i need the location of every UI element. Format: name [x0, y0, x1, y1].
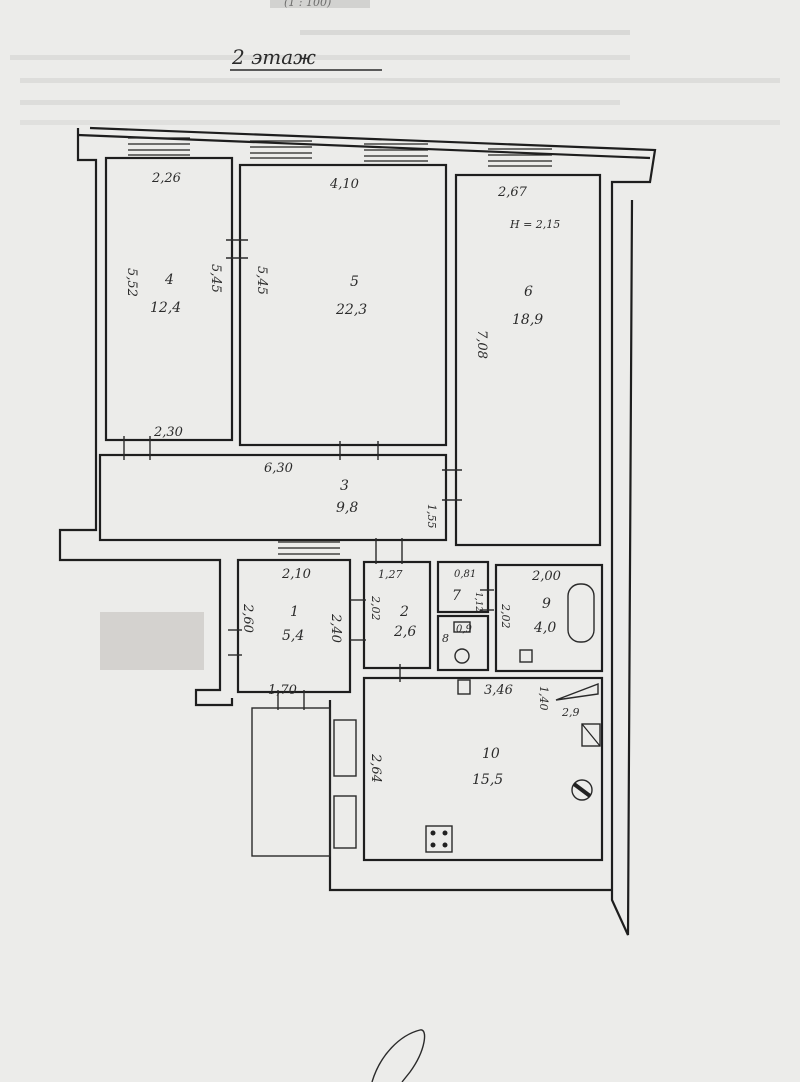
room-10-dim-top: 3,46 [484, 683, 513, 698]
room-6-height: H = 2,15 [509, 218, 560, 231]
room-2-dim-top: 1,27 [378, 568, 403, 581]
redaction-block [100, 612, 204, 670]
room-1-number: 1 [290, 604, 299, 620]
room-8-area: 0,9 [456, 624, 473, 635]
balcony [251, 707, 357, 857]
room-1-dim-top: 2,10 [281, 567, 311, 582]
window-room-5a [250, 140, 312, 159]
bathtub-icon [567, 583, 595, 643]
room-4 [104, 156, 234, 442]
room-10-number: 10 [482, 746, 500, 762]
room-8-number: 8 [442, 632, 449, 645]
room-5 [238, 163, 448, 447]
room-6-dim-top: 2,67 [497, 185, 528, 200]
window-room-4 [128, 137, 190, 156]
room-4-dim-right: 5,45 [208, 264, 223, 293]
room-6-dim-left: 7,08 [474, 330, 489, 359]
room-3-area: 9,8 [336, 500, 358, 516]
boiler-icon [571, 779, 593, 801]
room-5-dim-left: 5,45 [254, 266, 269, 295]
room-10 [362, 676, 604, 862]
room-6-area: 18,9 [512, 312, 543, 328]
room-1 [236, 558, 352, 694]
room-5-number: 5 [350, 274, 359, 290]
room-10-dim-vent: 1,40 [537, 686, 550, 711]
room-7-number: 7 [452, 588, 461, 604]
room-6-number: 6 [524, 284, 533, 300]
room-4-dim-top: 2,26 [151, 171, 181, 186]
room-9-dim-top: 2,00 [531, 569, 561, 584]
room-9-number: 9 [542, 596, 551, 612]
windows [128, 137, 552, 555]
room-6 [454, 173, 602, 547]
room-10-dim-chimney: 2,9 [561, 706, 580, 719]
room-3-dim-top: 6,30 [264, 461, 293, 476]
background-text [10, 0, 780, 125]
room-7-dim-top: 0,81 [454, 569, 476, 580]
room-2-number: 2 [399, 604, 409, 620]
room-1-dim-left: 2,60 [240, 603, 255, 633]
room-1-area: 5,4 [282, 628, 304, 644]
outer-walls [58, 126, 657, 936]
room-1-dim-right: 2,40 [328, 613, 343, 643]
room-3-dim-right: 1,55 [425, 504, 438, 529]
riser-icon [457, 679, 471, 695]
room-4-area: 12,4 [150, 300, 181, 316]
sink-icon [519, 649, 533, 663]
top-note: (1 : 100) [284, 0, 331, 9]
room-8 [436, 614, 490, 672]
vent-icon [581, 723, 601, 747]
room-4-number: 4 [164, 272, 174, 288]
room-5-dim-top: 4,10 [329, 177, 359, 192]
room-10-area: 15,5 [472, 772, 503, 788]
window-room-1 [278, 541, 340, 555]
stove-icon [425, 825, 453, 853]
room-2-area: 2,6 [393, 624, 416, 640]
chimney-icon [555, 682, 599, 701]
room-2-dim-left: 2,02 [369, 595, 382, 621]
window-room-6 [488, 148, 552, 167]
room-9-dim-left: 2,02 [499, 603, 512, 629]
room-4-dim-bottom: 2,30 [153, 425, 183, 440]
room-4-dim-left: 5,52 [124, 268, 139, 297]
plan-title: 2 этаж [231, 45, 316, 69]
room-7-dim-right: 1,12 [473, 592, 483, 612]
room-2 [362, 560, 432, 670]
room-3-number: 3 [340, 478, 349, 494]
signature [371, 1029, 426, 1082]
room-10-dim-left: 2,64 [368, 753, 383, 783]
room-9-area: 4,0 [533, 620, 556, 636]
room-9 [494, 563, 604, 673]
door-marks [123, 239, 494, 710]
room-3 [98, 453, 448, 542]
window-room-5b [364, 143, 428, 162]
room-5-area: 22,3 [335, 302, 367, 318]
room-7 [436, 560, 490, 614]
room-1-dim-bottom: 1,70 [268, 683, 297, 698]
